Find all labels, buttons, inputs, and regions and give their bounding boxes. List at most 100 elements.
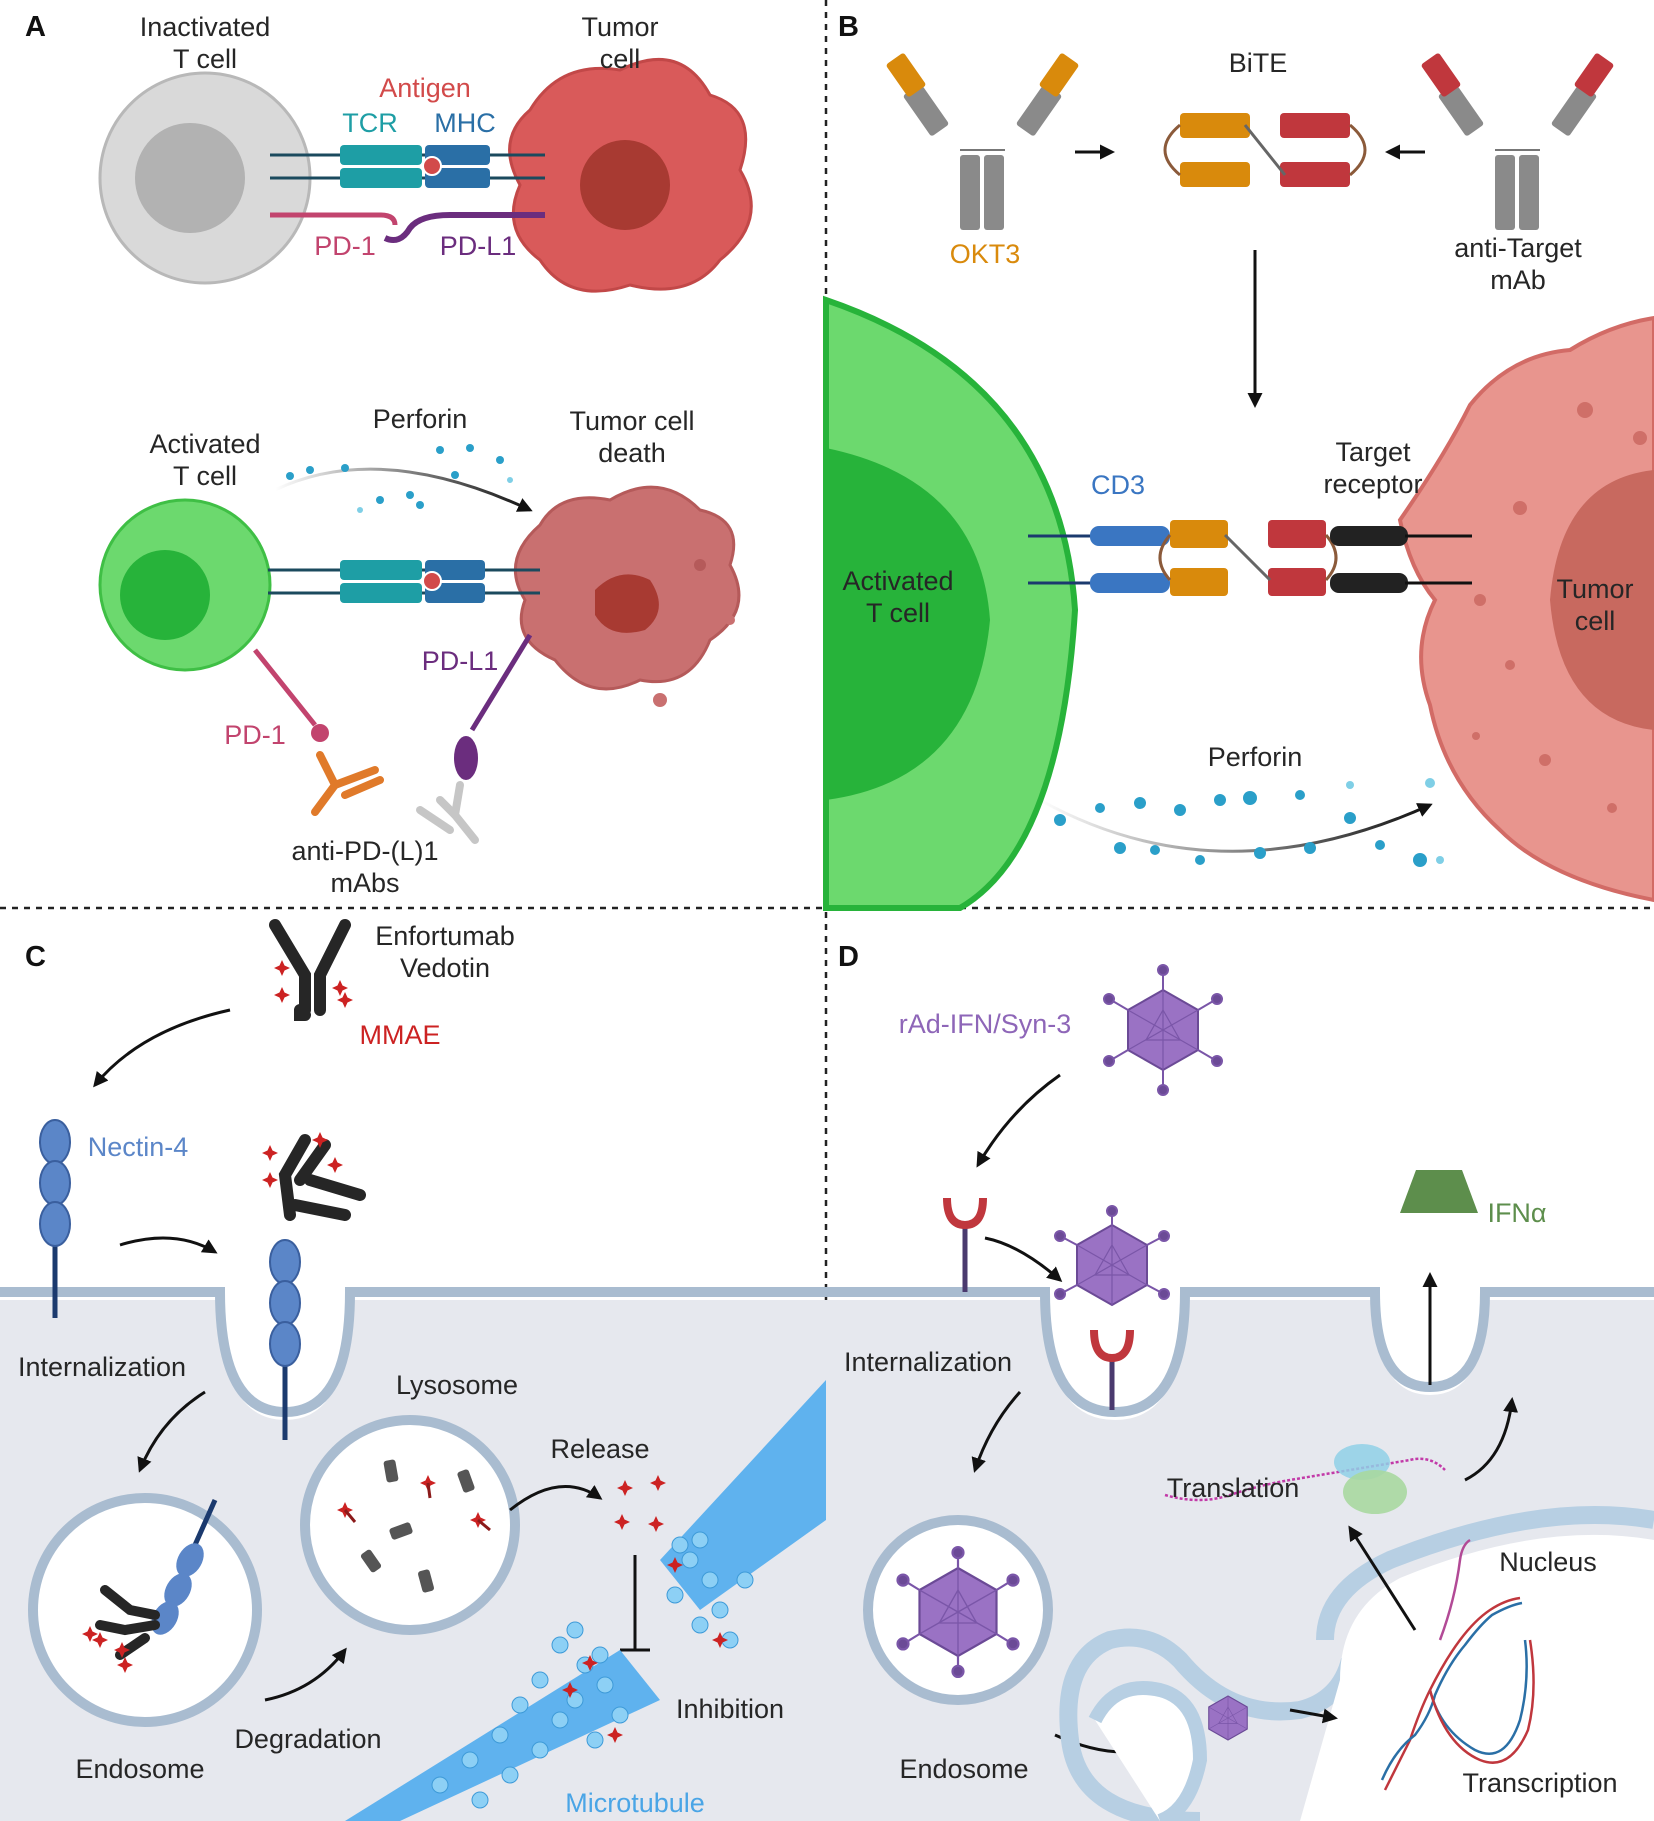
activated-t-cell-b-label-2: T cell: [866, 598, 930, 628]
pd1-bottom: [253, 648, 317, 727]
internalization-c-label: Internalization: [18, 1352, 186, 1382]
activated-t-cell-a-label-1: Activated: [149, 429, 260, 459]
anti-pdl1-antibody: [416, 781, 479, 844]
lysosome-fragments: [360, 1459, 475, 1593]
nectin4-receptor-1: [39, 1119, 71, 1318]
panel-b: B OKT3 anti-Target mAb BiTE: [823, 11, 1654, 911]
translation-label: Translation: [1167, 1473, 1300, 1503]
okt3-antibody: [886, 53, 1079, 230]
tcr-chain-1: [340, 145, 422, 165]
nectin4-bound: [262, 1132, 366, 1440]
inactivated-t-cell-nucleus: [135, 123, 245, 233]
cd3-1: [1090, 526, 1170, 546]
bite-construct: [1163, 113, 1367, 187]
endosome-c-cargo: [82, 1498, 218, 1673]
release-label: Release: [550, 1434, 649, 1464]
ribosome-large: [1343, 1470, 1407, 1514]
activated-t-cell-a-label-2: T cell: [173, 461, 237, 491]
bite-label: BiTE: [1229, 48, 1288, 78]
perforin-dots-a: [286, 444, 513, 513]
antigen-label: Antigen: [379, 73, 471, 103]
target-receptor-label-2: receptor: [1323, 469, 1422, 499]
internalization-d-label: Internalization: [844, 1347, 1012, 1377]
nucleus-interior: [1300, 1534, 1654, 1821]
panel-letter-c: C: [25, 941, 46, 973]
panel-c: C Enfortumab Vedotin MMAE Nectin-4: [18, 919, 826, 1821]
activated-t-cell-a-nucleus: [120, 550, 210, 640]
target-receptor-2: [1330, 573, 1408, 593]
panel-d-membrane: [826, 1287, 1654, 1418]
panel-letter-b: B: [838, 11, 859, 43]
tumor-death-label-1: Tumor cell: [569, 406, 694, 436]
perforin-a-label: Perforin: [373, 404, 468, 434]
virus-label: rAd-IFN/Syn-3: [899, 1009, 1072, 1039]
pdl1-top-label: PD-L1: [440, 231, 517, 261]
inhibition-label: Inhibition: [676, 1694, 784, 1724]
ifn-label: IFNα: [1487, 1198, 1546, 1228]
inactivated-t-cell-label-1: Inactivated: [140, 12, 271, 42]
virus-free: [1103, 964, 1223, 1096]
nucleus-envelope-top: [1316, 1506, 1654, 1641]
panel-letter-a: A: [25, 11, 46, 43]
nectin4-label: Nectin-4: [88, 1132, 189, 1162]
mhc-chain-1: [425, 145, 490, 165]
mhc-chain-2: [425, 168, 490, 188]
tumor-cell-top-nucleus: [580, 140, 670, 230]
ifn-alpha-protein: [1400, 1170, 1478, 1213]
mrna: [1164, 1457, 1446, 1502]
nucleus-label: Nucleus: [1499, 1547, 1597, 1577]
tumor-death-label-2: death: [598, 438, 666, 468]
enfortumab-vedotin-antibody: [269, 919, 351, 1021]
pd1-bottom-label: PD-1: [224, 720, 286, 750]
anti-pd1-antibody: [311, 751, 384, 816]
anti-target-antibody: [1421, 53, 1614, 230]
transcription-label: Transcription: [1462, 1768, 1617, 1798]
mmae-label: MMAE: [360, 1020, 441, 1050]
tumor-cell-b: [1397, 315, 1654, 903]
mhc-label: MHC: [434, 108, 496, 138]
lysosome-label: Lysosome: [396, 1370, 518, 1400]
pdl1-top: [383, 212, 545, 243]
pd1-top: [270, 212, 398, 226]
anti-target-label-2: mAb: [1490, 265, 1546, 295]
microtubule-right: [660, 1380, 826, 1649]
perforin-arrow-b: [1039, 798, 1433, 853]
mabs-label-1: anti-PD-(L)1: [291, 836, 438, 866]
target-receptor-1: [1330, 526, 1408, 546]
inactivated-t-cell-label-2: T cell: [173, 44, 237, 74]
mabs-label-2: mAbs: [330, 868, 399, 898]
vedotin-label: Vedotin: [400, 953, 490, 983]
perforin-arrow-a: [274, 467, 533, 512]
microtubule-label: Microtubule: [565, 1788, 705, 1818]
endosome-d-label: Endosome: [899, 1754, 1028, 1784]
dying-tumor-nucleus: [595, 574, 659, 633]
tumor-cell-label-2: cell: [600, 44, 641, 74]
cd3-label: CD3: [1091, 470, 1145, 500]
pd1-top-label: PD-1: [314, 231, 376, 261]
pdl1-bottom: [469, 633, 533, 732]
microtubule-bottom: [345, 1621, 660, 1821]
tcr-chain-2: [340, 168, 422, 188]
antigen-peptide: [422, 156, 442, 176]
target-receptor-label-1: Target: [1335, 437, 1411, 467]
panel-a: A Inactivated T cell Tumor cell Antigen …: [25, 11, 753, 898]
degradation-label: Degradation: [234, 1724, 381, 1754]
virus-receptor-2: [1090, 1329, 1134, 1410]
tumor-cell-label-1: Tumor: [581, 12, 658, 42]
perforin-dots-b: [1054, 778, 1444, 867]
endosome-c-label: Endosome: [75, 1754, 204, 1784]
virus-receptor-1: [943, 1197, 987, 1292]
enfortumab-label: Enfortumab: [375, 921, 515, 951]
tumor-cell-b-label-2: cell: [1575, 606, 1616, 636]
anti-target-label-1: anti-Target: [1454, 233, 1582, 263]
activated-t-cell-b-label-1: Activated: [842, 566, 953, 596]
panel-d: D rAd-IFN/Syn-3: [838, 941, 1654, 1821]
pdl1-bottom-label: PD-L1: [422, 646, 499, 676]
okt3-label: OKT3: [950, 239, 1021, 269]
nucleus-envelope-bottom: [1059, 1628, 1359, 1821]
panel-letter-d: D: [838, 941, 859, 973]
cd3-2: [1090, 573, 1170, 593]
perforin-b-label: Perforin: [1208, 742, 1303, 772]
tcr-label: TCR: [342, 108, 398, 138]
